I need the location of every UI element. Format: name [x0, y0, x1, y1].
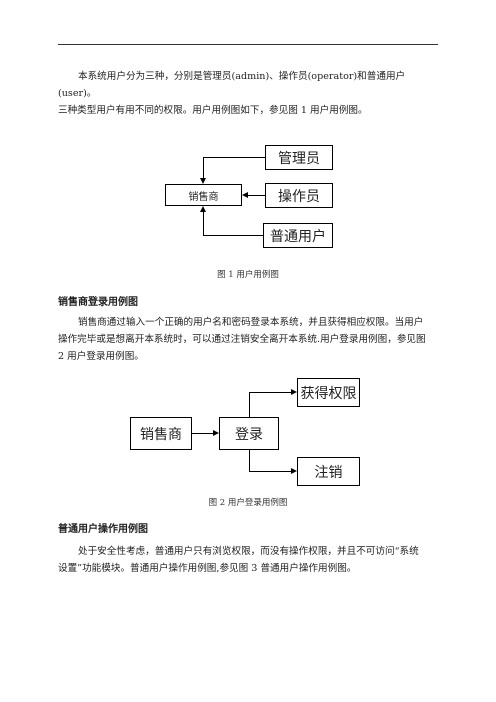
logout-arrow — [291, 468, 297, 474]
actor-login-connector — [192, 433, 213, 434]
section-3-line-2: 设置”功能模块。普通用户操作用例图,参见图 3 普通用户操作用例图。 — [58, 563, 357, 574]
logout-connector-h — [249, 471, 291, 472]
admin-connector-h — [203, 157, 265, 158]
intro-line-2: 三种类型用户有用不同的权限。用户用例图如下，参见图 1 用户用例图。 — [58, 105, 368, 116]
section-3-heading: 普通用户操作用例图 — [58, 524, 148, 535]
section-2-paragraph: 销售商通过输入一个正确的用户名和密码登录本系统，并且获得相应权限。当用户 操作完… — [58, 314, 438, 365]
logout-connector-v — [249, 450, 250, 472]
header-rule — [58, 44, 438, 45]
section-2-line-3: 2 用户登录用例图。 — [58, 351, 144, 362]
ordinary-user-box: 普通用户 — [263, 223, 333, 248]
logout-box: 注销 — [297, 457, 360, 486]
user-arrow — [200, 206, 206, 212]
section-3-line-1: 处于安全性考虑，普通用户只有浏览权限，而没有操作权限，并且不可访问“系统 — [78, 546, 419, 557]
vendor-box: 销售商 — [165, 184, 242, 206]
operator-box: 操作员 — [265, 183, 333, 208]
vendor-actor-box: 销售商 — [130, 417, 192, 450]
login-box: 登录 — [219, 417, 279, 450]
section-2-line-2: 操作完毕或是想离开本系统时，可以通过注销安全离开本系统.用户登录用例图，参见图 — [58, 334, 426, 345]
section-2-heading: 销售商登录用例图 — [58, 297, 138, 308]
user-connector-h — [203, 235, 263, 236]
actor-login-arrow — [213, 430, 219, 436]
grant-connector-h — [249, 392, 291, 393]
admin-box: 管理员 — [265, 145, 333, 170]
grant-permission-box: 获得权限 — [297, 378, 360, 407]
figure-2-caption: 图 2 用户登录用例图 — [208, 498, 288, 508]
section-2-line-1: 销售商通过输入一个正确的用户名和密码登录本系统，并且获得相应权限。当用户 — [78, 317, 424, 328]
intro-line-1: 本系统用户分为三种，分别是管理员(admin)、操作员(operator)和普通… — [58, 71, 406, 99]
admin-arrow — [200, 178, 206, 184]
figure-1-caption: 图 1 用户用例图 — [217, 270, 279, 280]
section-3-paragraph: 处于安全性考虑，普通用户只有浏览权限，而没有操作权限，并且不可访问“系统 设置”… — [58, 543, 438, 577]
admin-connector-v — [203, 157, 204, 178]
intro-paragraph: 本系统用户分为三种，分别是管理员(admin)、操作员(operator)和普通… — [58, 68, 438, 119]
grant-arrow — [291, 389, 297, 395]
user-connector-v — [203, 212, 204, 236]
grant-connector-v — [249, 392, 250, 417]
operator-connector — [248, 195, 265, 196]
operator-arrow — [242, 192, 248, 198]
